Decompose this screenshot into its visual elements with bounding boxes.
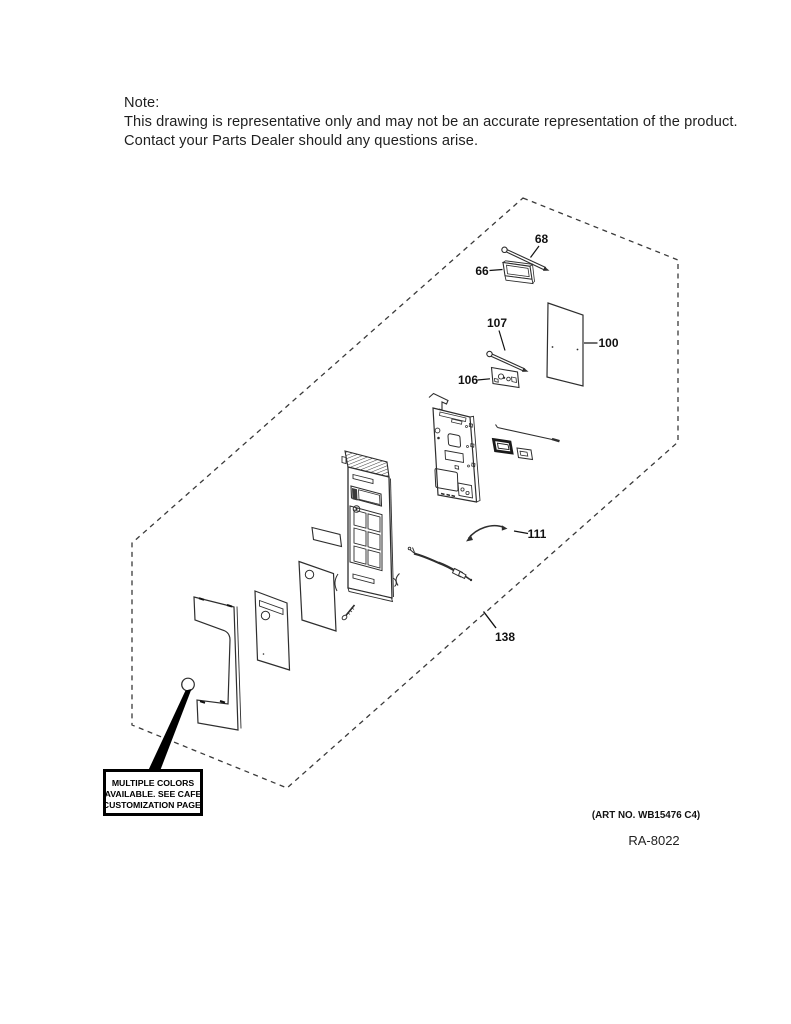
part-glass-panel-100	[546, 302, 584, 387]
label-106-text: 106	[458, 373, 478, 387]
callout-line-3: CUSTOMIZATION PAGE.	[103, 800, 203, 810]
note-line-1: This drawing is representative only and …	[124, 114, 738, 130]
part-label-138: 138	[482, 611, 515, 644]
callout-wedge	[148, 689, 192, 771]
label-138-text: 138	[495, 630, 515, 644]
part-overlay-panel	[254, 590, 291, 671]
part-rod-68	[501, 246, 550, 271]
part-pin-rod	[495, 424, 560, 443]
part-label-111: 111	[513, 527, 547, 541]
art-number-text: (ART NO. WB15476 C4)	[592, 810, 700, 821]
note-line-2: Contact your Parts Dealer should any que…	[124, 133, 479, 149]
callout-box: MULTIPLE COLORS AVAILABLE. SEE CAFE CUST…	[103, 769, 203, 816]
part-label-66: 66	[475, 264, 503, 278]
part-bracket-66	[501, 260, 535, 285]
part-control-panel	[334, 450, 397, 603]
part-wire-111	[466, 524, 508, 542]
part-label-100: 100	[584, 336, 619, 350]
part-insert-plate	[311, 526, 343, 548]
part-label-106: 106	[458, 373, 491, 387]
part-screw	[341, 604, 356, 621]
callout-line-1: MULTIPLE COLORS	[112, 778, 195, 788]
note-block: Note: This drawing is representative onl…	[124, 94, 754, 151]
note-title: Note:	[124, 95, 160, 111]
part-gasket-frame	[491, 437, 514, 455]
part-blank-panel	[298, 560, 337, 632]
part-rod-107	[486, 350, 529, 372]
part-door-frame	[193, 596, 242, 731]
part-label-107: 107	[487, 316, 507, 351]
part-small-plate	[516, 447, 534, 461]
footer-identifiers: (ART NO. WB15476 C4) RA-8022	[592, 810, 700, 848]
label-107-text: 107	[487, 316, 507, 330]
part-label-68: 68	[530, 232, 549, 258]
part-door-latch-board	[428, 392, 481, 503]
part-knob	[181, 677, 195, 692]
callout-line-2: AVAILABLE. SEE CAFE	[105, 789, 202, 799]
label-111-text: 111	[528, 527, 547, 541]
label-66-text: 66	[475, 264, 489, 278]
label-100-text: 100	[598, 336, 618, 350]
drawing-number-text: RA-8022	[628, 833, 679, 848]
part-cable-harness	[395, 546, 473, 586]
assembly-boundary-dashed-outline	[131, 197, 679, 789]
label-68-text: 68	[535, 232, 549, 246]
part-latch-plate-106	[490, 366, 520, 389]
